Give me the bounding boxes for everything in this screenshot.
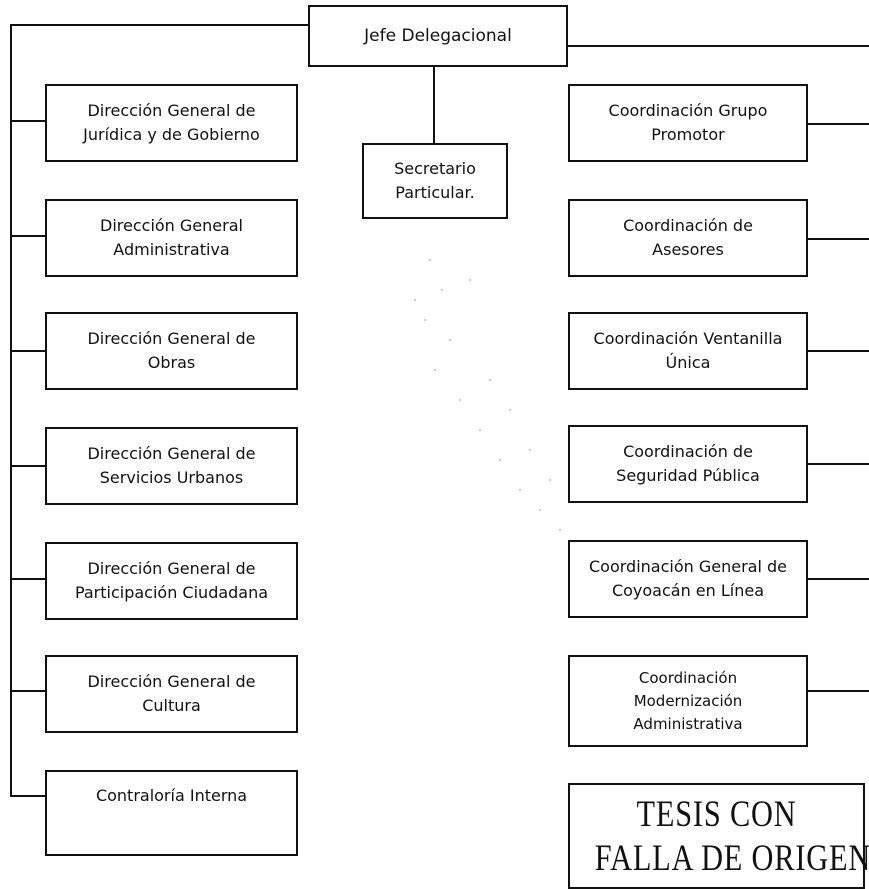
connector-root-secretary — [433, 67, 435, 143]
node-label: Obras — [147, 353, 196, 372]
connector-left-6 — [10, 690, 45, 692]
node-label: Particular. — [395, 183, 475, 202]
node-left-4: Dirección General de Servicios Urbanos — [45, 427, 298, 505]
node-label: Contraloría Interna — [95, 786, 248, 805]
connector-left-7 — [10, 795, 45, 797]
node-label: Dirección General — [100, 216, 243, 235]
node-label: Participación Ciudadana — [74, 583, 269, 602]
node-left-1: Dirección General de Jurídica y de Gobie… — [45, 84, 298, 162]
node-label: Servicios Urbanos — [99, 468, 244, 487]
node-label: Dirección General de — [87, 101, 256, 120]
node-label: Dirección General de — [87, 672, 256, 691]
node-left-5: Dirección General de Participación Ciuda… — [45, 542, 298, 620]
node-label: Coordinación Ventanilla — [593, 329, 783, 348]
node-label: Dirección General de — [87, 329, 256, 348]
node-right-4: Coordinación de Seguridad Pública — [568, 425, 808, 503]
node-label: Coordinación de — [623, 216, 753, 235]
node-label: Jurídica y de Gobierno — [83, 125, 260, 144]
connector-left-5 — [10, 578, 45, 580]
connector-right-4 — [808, 463, 869, 465]
node-jefe-delegacional: Jefe Delegacional — [308, 5, 568, 67]
node-label: Administrativa — [113, 240, 230, 259]
node-right-6: Coordinación Modernización Administrativ… — [568, 655, 808, 747]
node-left-7: Contraloría Interna — [45, 770, 298, 856]
node-label: Jefe Delegacional — [364, 26, 512, 46]
thesis-stamp — [568, 783, 865, 889]
node-left-2: Dirección General Administrativa — [45, 199, 298, 277]
thesis-stamp-text: TESIS CON FALLA DE ORIGEN — [594, 793, 869, 881]
node-label: Coordinación de — [623, 442, 753, 461]
node-label: Promotor — [651, 125, 725, 144]
node-label: Secretario — [394, 159, 476, 178]
node-label: Cultura — [142, 696, 201, 715]
connector-left-1 — [10, 120, 45, 122]
connector-left-trunk — [10, 24, 12, 797]
watermark-speckle — [414, 259, 581, 551]
node-left-6: Dirección General de Cultura — [45, 655, 298, 733]
connector-root-left — [10, 24, 308, 26]
connector-left-4 — [10, 465, 45, 467]
connector-left-3 — [10, 350, 45, 352]
connector-right-2 — [808, 238, 869, 240]
stamp-line-2: FALLA DE ORIGEN — [594, 838, 869, 879]
connector-right-3 — [808, 350, 869, 352]
node-left-3: Dirección General de Obras — [45, 312, 298, 390]
node-label: Seguridad Pública — [616, 466, 760, 485]
node-label: Única — [665, 353, 711, 372]
connector-left-2 — [10, 235, 45, 237]
node-right-5: Coordinación General de Coyoacán en Líne… — [568, 540, 808, 618]
node-label: Dirección General de — [87, 444, 256, 463]
node-right-1: Coordinación Grupo Promotor — [568, 84, 808, 162]
connector-right-6 — [808, 690, 869, 692]
stamp-line-1: TESIS CON — [636, 794, 797, 835]
node-label: Dirección General de — [87, 559, 256, 578]
node-right-3: Coordinación Ventanilla Única — [568, 312, 808, 390]
node-label: Coyoacán en Línea — [611, 581, 765, 600]
connector-root-right — [566, 45, 869, 47]
node-secretario-particular: Secretario Particular. — [362, 143, 508, 219]
node-label: Coordinación General de — [589, 557, 787, 576]
node-label: Modernización — [633, 691, 743, 710]
node-label: Administrativa — [633, 714, 743, 733]
node-right-2: Coordinación de Asesores — [568, 199, 808, 277]
node-label: Coordinación — [638, 668, 738, 687]
node-label: Asesores — [652, 240, 724, 259]
connector-right-1 — [808, 123, 869, 125]
node-label: Coordinación Grupo — [608, 101, 768, 120]
connector-right-5 — [808, 578, 869, 580]
